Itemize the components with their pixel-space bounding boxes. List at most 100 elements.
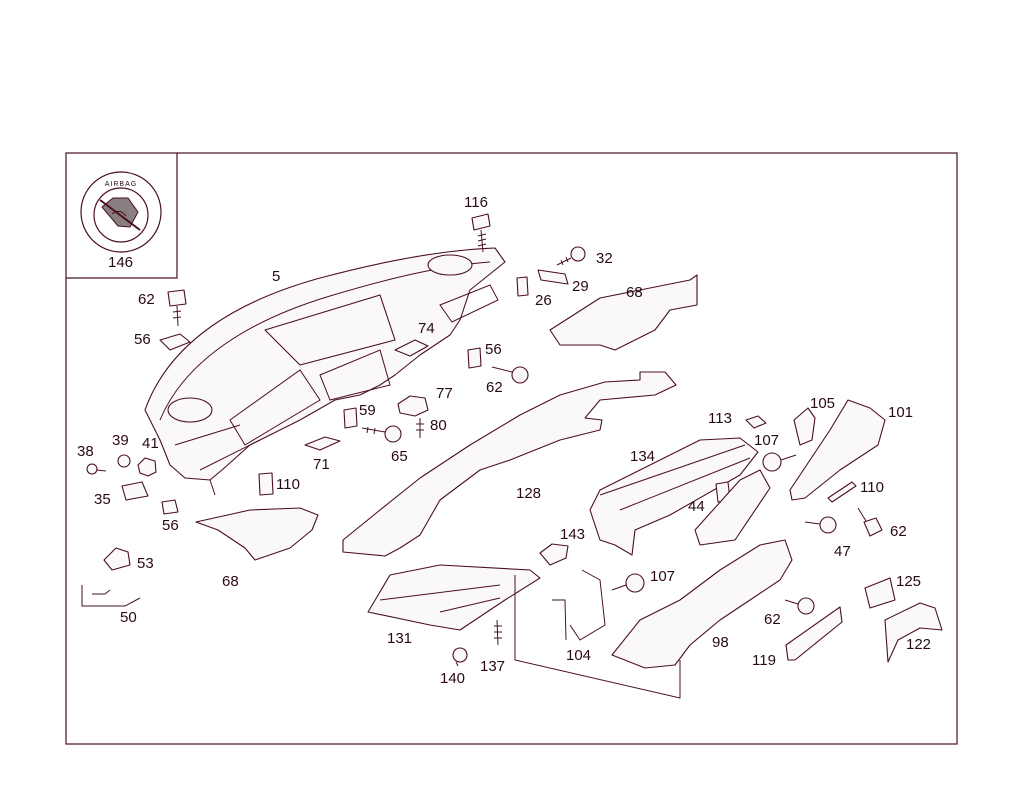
callout-137: 137 (480, 658, 505, 675)
callout-59: 59 (359, 402, 376, 419)
part-screw-65 (361, 425, 402, 443)
callout-128: 128 (516, 485, 541, 502)
part-screw-116 (471, 213, 491, 253)
part-bracket-105 (793, 407, 816, 446)
part-tray-131 (367, 564, 541, 631)
callout-134: 134 (630, 448, 655, 465)
callout-44: 44 (688, 498, 705, 515)
callout-62: 62 (890, 523, 907, 540)
part-washer-39 (117, 454, 131, 468)
callout-125: 125 (896, 573, 921, 590)
callout-80: 80 (430, 417, 447, 434)
callout-labels: 5 116 32 29 26 68 62 56 74 56 62 77 59 8… (77, 194, 931, 687)
callout-41: 41 (142, 435, 159, 452)
part-screw-62-left (167, 289, 187, 327)
part-clip-56-lower (161, 499, 179, 515)
callout-119: 119 (752, 652, 776, 669)
airbag-badge-icon: AIRBAG (80, 171, 162, 253)
part-clip-110-left (258, 472, 274, 496)
callout-26: 26 (535, 292, 552, 309)
part-bracket-50 (81, 585, 141, 607)
callout-56: 56 (134, 331, 151, 348)
airbag-badge-text: AIRBAG (105, 181, 137, 188)
callout-105: 105 (810, 395, 835, 412)
part-frame-glovebox (694, 469, 771, 546)
part-nut-41 (137, 457, 157, 477)
part-trim-101 (789, 399, 886, 501)
callout-32: 32 (596, 250, 613, 267)
callout-29: 29 (572, 278, 589, 295)
callout-131: 131 (387, 630, 412, 647)
callout-47: 47 (834, 543, 851, 560)
part-screw-107-upper (762, 452, 797, 472)
part-bezel-143 (539, 543, 569, 566)
part-bracket-71 (304, 436, 341, 451)
callout-107: 107 (650, 568, 675, 585)
callout-62: 62 (764, 611, 781, 628)
part-screw-80 (416, 418, 424, 438)
callout-5: 5 (272, 268, 280, 285)
callout-98: 98 (712, 634, 729, 651)
callout-71: 71 (313, 456, 330, 473)
callout-53: 53 (137, 555, 154, 572)
callout-116: 116 (464, 194, 488, 211)
part-screw-32 (556, 246, 586, 266)
part-shield-128 (342, 371, 677, 557)
part-shield-68-upper (549, 274, 698, 351)
part-shield-68-lower (195, 507, 319, 561)
part-clip-59 (343, 407, 358, 429)
callout-62: 62 (138, 291, 155, 308)
part-bracket-74 (394, 339, 429, 357)
callout-65: 65 (391, 448, 408, 465)
callout-110: 110 (860, 479, 884, 496)
part-glovebox-98 (611, 539, 793, 669)
part-bracket-104 (552, 569, 606, 641)
callout-56: 56 (162, 517, 179, 534)
callout-113: 113 (708, 410, 732, 427)
part-bracket-35 (121, 481, 149, 501)
part-bezel-125 (864, 577, 896, 609)
callout-35: 35 (94, 491, 111, 508)
part-screw-38 (86, 463, 107, 475)
part-clip-56-mid (467, 347, 482, 369)
part-clip-110-right (827, 481, 857, 503)
callout-39: 39 (112, 432, 129, 449)
part-clip-29 (537, 269, 569, 285)
part-screw-47 (804, 516, 837, 534)
callout-62: 62 (486, 379, 503, 396)
part-duct-134 (589, 437, 759, 556)
part-clip-53 (103, 547, 131, 571)
callout-140: 140 (440, 670, 465, 687)
leader-98 (514, 575, 681, 699)
inset-frame (66, 153, 178, 279)
callout-77: 77 (436, 385, 453, 402)
callout-101: 101 (888, 404, 913, 421)
callout-143: 143 (560, 526, 585, 543)
part-screw-62-mid (491, 366, 529, 384)
part-bezel-119 (785, 606, 843, 661)
callout-74: 74 (418, 320, 435, 337)
part-clip-77 (397, 395, 429, 417)
part-screw-62-right (857, 507, 883, 537)
part-screw-107-lower (611, 573, 645, 593)
part-clip-113 (745, 415, 767, 429)
callout-68: 68 (222, 573, 239, 590)
callout-68: 68 (626, 284, 643, 301)
part-screw-62-lower-right (784, 597, 815, 615)
callout-110: 110 (276, 476, 300, 493)
part-grommet-140 (452, 647, 468, 667)
part-dashboard (144, 247, 506, 496)
part-clip-26 (516, 276, 529, 297)
inset-callout: 146 (108, 254, 133, 271)
callout-50: 50 (120, 609, 137, 626)
callout-104: 104 (566, 647, 591, 664)
callout-56: 56 (485, 341, 502, 358)
callout-107: 107 (754, 432, 779, 449)
part-clip-56-left (159, 333, 191, 351)
callout-38: 38 (77, 443, 94, 460)
callout-122: 122 (906, 636, 931, 653)
diagram-frame (65, 152, 958, 745)
part-cover-122 (884, 602, 943, 663)
part-screw-137 (494, 619, 502, 646)
